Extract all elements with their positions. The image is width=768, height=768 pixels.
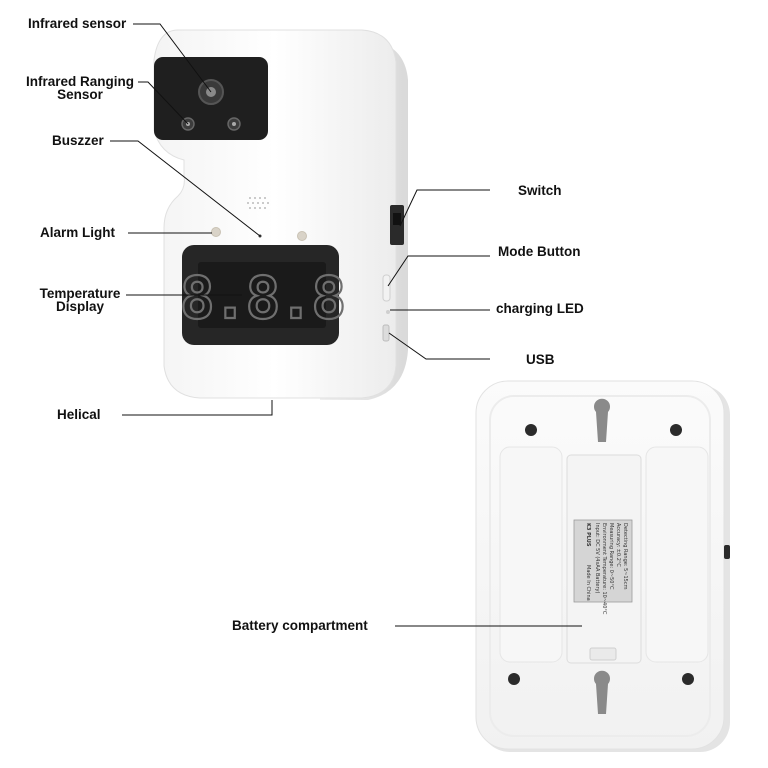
leader-usb — [388, 332, 490, 360]
leader-mode-button — [387, 255, 490, 287]
label-battery-compartment: Battery compartment — [232, 618, 368, 633]
screw-bottom-left — [508, 673, 520, 685]
label-mode-button: Mode Button — [498, 244, 581, 259]
usb-port[interactable] — [382, 324, 390, 342]
mode-button[interactable] — [382, 274, 391, 302]
svg-text:Detecting Range: 5~15cm: Detecting Range: 5~15cm — [622, 523, 628, 590]
screw-top-right — [670, 424, 682, 436]
leader-lines — [110, 23, 582, 627]
label-charging-led: charging LED — [496, 301, 584, 316]
label-infrared-ranging-line2: Sensor — [57, 87, 103, 102]
leader-switch — [399, 189, 490, 227]
front-device: 8.8.8 — [153, 29, 408, 400]
label-infrared-ranging-sensor: Infrared Ranging Sensor — [22, 75, 138, 102]
svg-text:Environment Temperature: 10~40: Environment Temperature: 10~40°C — [601, 523, 607, 615]
leader-helical — [122, 400, 273, 416]
leader-ranging-sensor — [138, 81, 189, 125]
svg-text:Input: DC 5V (4xAA Battery): Input: DC 5V (4xAA Battery) — [594, 523, 600, 594]
label-temperature-line2: Display — [55, 299, 105, 314]
temperature-readout: 8.8.8 — [180, 264, 345, 332]
back-device: Detecting Range: 5~15cm Accuracy: ±0.2°C… — [475, 380, 730, 752]
screw-top-left — [525, 424, 537, 436]
leader-infrared-sensor — [133, 23, 212, 93]
label-helical: Helical — [57, 407, 101, 422]
label-alarm-light: Alarm Light — [40, 225, 116, 240]
label-buzzer: Buszzer — [52, 133, 104, 148]
alarm-light-right — [297, 231, 307, 241]
label-temperature-line1: Temperature — [39, 286, 121, 301]
svg-text:Measuring Range: 0~50°C: Measuring Range: 0~50°C — [608, 523, 614, 590]
charging-led — [386, 310, 390, 314]
svg-text:K3 PLUS: K3 PLUS — [585, 523, 591, 547]
nameplate: Detecting Range: 5~15cm Accuracy: ±0.2°C… — [573, 519, 633, 615]
alarm-light-left — [211, 227, 221, 237]
keyhole-top — [594, 398, 610, 442]
svg-text:Made In China: Made In China — [585, 565, 591, 601]
label-temperature-display: Temperature Display — [32, 287, 128, 314]
label-switch: Switch — [518, 183, 562, 198]
temperature-display-screen — [198, 262, 326, 328]
buzzer-grille — [247, 197, 269, 209]
svg-text:Accuracy: ±0.2°C: Accuracy: ±0.2°C — [615, 523, 621, 567]
leader-buzzer — [110, 140, 261, 237]
label-usb: USB — [526, 352, 555, 367]
screw-bottom-right — [682, 673, 694, 685]
label-infrared-ranging-line1: Infrared Ranging — [25, 74, 134, 89]
label-infrared-sensor: Infrared sensor — [28, 16, 127, 31]
keyhole-bottom — [594, 670, 610, 714]
